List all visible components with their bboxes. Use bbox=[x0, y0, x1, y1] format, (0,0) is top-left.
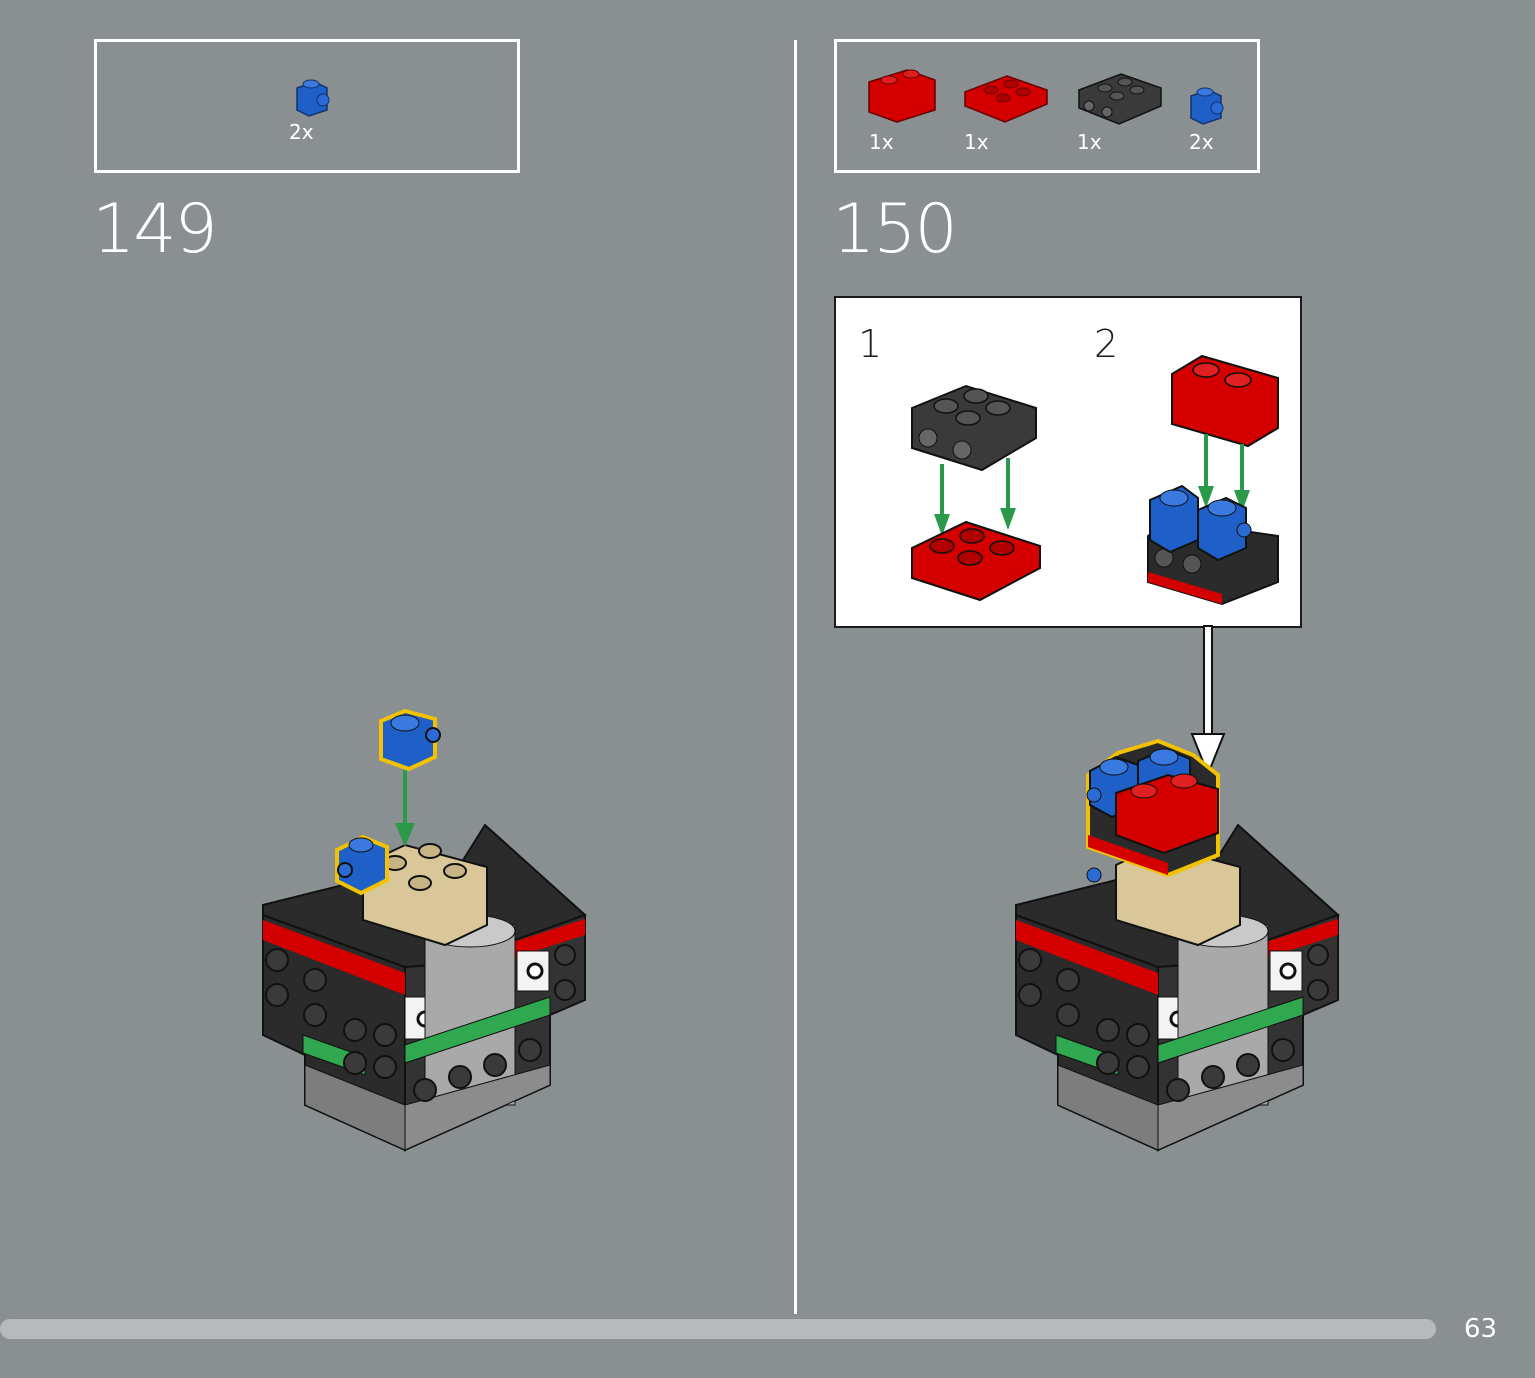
part-qty: 2x bbox=[289, 120, 314, 144]
part-qty: 1x bbox=[1077, 130, 1102, 154]
part-qty: 1x bbox=[869, 130, 894, 154]
red-2x2-plate-icon bbox=[964, 75, 1048, 123]
callout-arrow bbox=[1190, 625, 1226, 777]
blue-side-stud-brick-icon bbox=[1190, 87, 1224, 125]
sub-assembly-callout: 1 2 bbox=[834, 296, 1302, 628]
page-divider bbox=[794, 40, 797, 1314]
red-1x2-brick-icon bbox=[868, 69, 936, 123]
part-qty: 2x bbox=[1189, 130, 1214, 154]
substep-2-illustration bbox=[1147, 354, 1279, 606]
step-number-149: 149 bbox=[92, 190, 218, 269]
part-qty: 1x bbox=[964, 130, 989, 154]
page-progress-bar bbox=[0, 1319, 1436, 1339]
step-number-150: 150 bbox=[832, 190, 958, 269]
build-model-149 bbox=[262, 708, 587, 1152]
page-number: 63 bbox=[1464, 1314, 1498, 1344]
build-model-150 bbox=[1015, 738, 1340, 1152]
gray-side-stud-plate-icon bbox=[1078, 73, 1162, 125]
substep-number-1: 1 bbox=[858, 322, 883, 366]
parts-list-150: 1x 1x 1x 2x bbox=[834, 39, 1260, 173]
parts-list-149: 2x bbox=[94, 39, 520, 173]
substep-1-illustration bbox=[911, 384, 1041, 602]
blue-side-stud-brick-icon bbox=[296, 79, 330, 117]
substep-number-2: 2 bbox=[1094, 322, 1119, 366]
